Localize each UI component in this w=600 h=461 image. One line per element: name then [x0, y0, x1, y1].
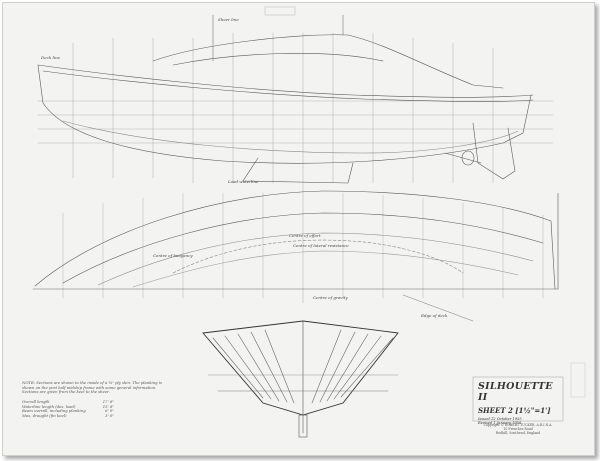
profile-station-grid: [72, 32, 494, 304]
design-note: NOTE: Sections are shown to the inside o…: [22, 380, 162, 395]
fin-keel: [242, 157, 354, 184]
sheer-line: [37, 64, 534, 98]
designer-credit: Copyright © ROBERT TUCKER, A.R.I.N.A. 10…: [483, 423, 553, 435]
centre-of-effort-label: Centre of effort: [289, 233, 321, 238]
centre-of-gravity-label: Centre of gravity: [313, 295, 348, 300]
dimension-row: Waterline length (des. load)15' 6": [22, 403, 114, 409]
deck-edge-leader: [402, 294, 474, 322]
drawing-sheet: Sheer line Deck line Load waterline Cent…: [2, 2, 595, 456]
sheer-line-label: Sheer line: [218, 17, 239, 22]
centre-of-lateral-resistance-label: Centre of lateral resistance: [293, 243, 349, 248]
rudder: [472, 122, 516, 180]
revision-date: Revised 1 January 1956: [478, 421, 522, 425]
load-waterline-label: Load waterline: [228, 179, 259, 184]
title-block: SILHOUETTE II SHEET 2 [1½"=1'] Issued 12…: [478, 381, 558, 425]
deck-line-label: Deck line: [41, 55, 61, 60]
lines-plan-drawing: [32, 6, 586, 438]
half-breadth-grid: [62, 192, 544, 299]
deck-line: [42, 70, 534, 102]
issue-date: Issued 12 October 1955: [478, 417, 522, 421]
edge-of-deck-label: Edge of deck: [421, 313, 448, 318]
rabbet-line: [62, 120, 519, 154]
sheet-number: SHEET 2 [1½"=1']: [478, 406, 551, 415]
deck-half-breadth: [34, 190, 556, 290]
hull-profile: [37, 64, 532, 164]
body-plan: [202, 320, 399, 438]
cabin-profile: [152, 34, 504, 89]
dimension-row: Max. draught (fin keel)3' 0": [22, 412, 114, 418]
waterline-1: [62, 212, 544, 284]
cabin-half-breadth: [172, 239, 464, 274]
centre-of-buoyancy-label: Centre of buoyancy: [153, 253, 193, 258]
drawing-title: SILHOUETTE II: [478, 381, 553, 403]
waterline-2: [97, 232, 534, 286]
waterline-3: [132, 250, 519, 288]
profile-waterlines: [37, 100, 554, 144]
cabin-side: [172, 53, 384, 66]
